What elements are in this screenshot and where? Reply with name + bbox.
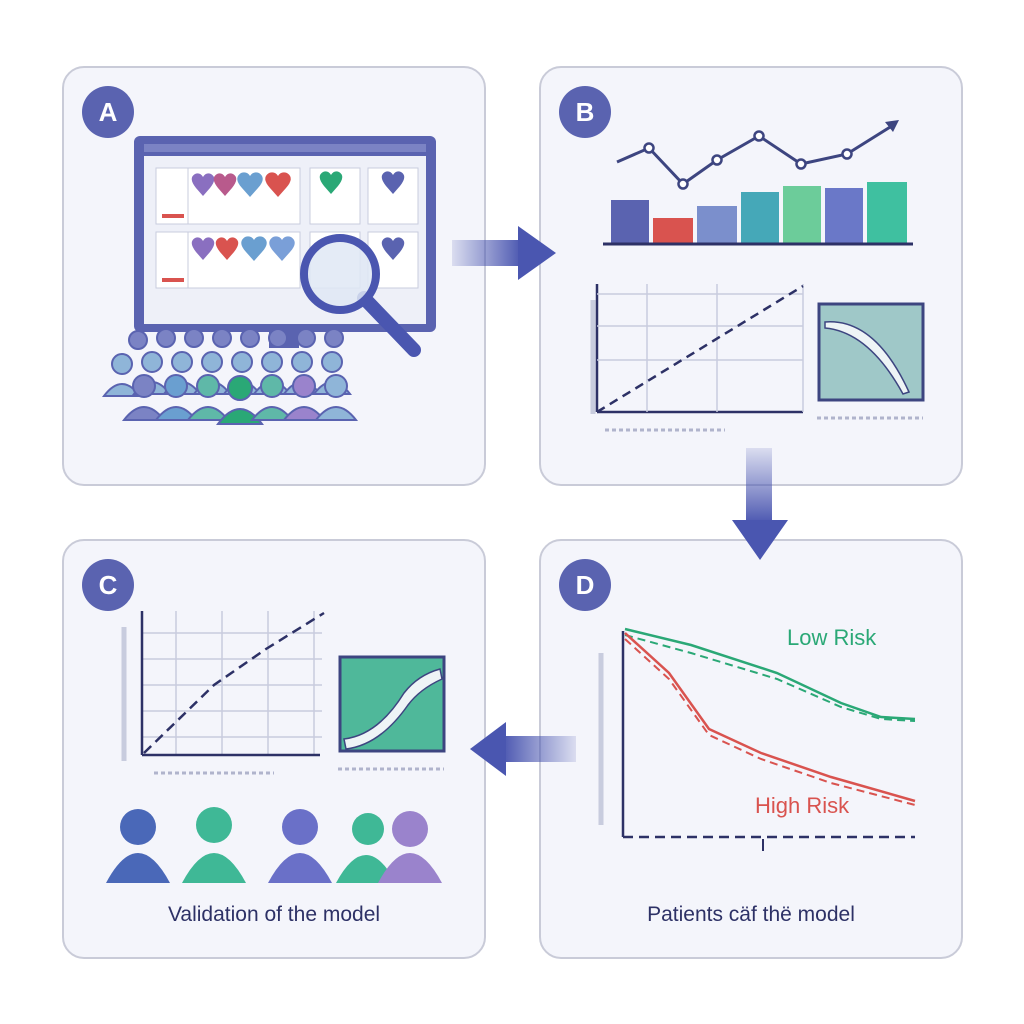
panel-a-illustration: [101, 136, 436, 425]
high-risk-label: High Risk: [755, 793, 850, 818]
panel-b-illustration: [590, 120, 925, 432]
calibration-plot: [590, 284, 804, 432]
trend-line: [616, 120, 899, 190]
badge-a: A: [82, 86, 134, 138]
survival-plot: [598, 627, 916, 851]
arrow-left-icon: [470, 722, 576, 776]
arrow-down-icon: [732, 448, 788, 560]
validation-plot: [121, 611, 325, 775]
panel-c-illustration: [106, 611, 446, 883]
low-risk-curve: [624, 627, 916, 721]
bar-chart: [603, 182, 913, 246]
panel-c-validation: C Validation: [62, 539, 486, 959]
badge-c: C: [82, 559, 134, 611]
person-icon: [106, 807, 442, 883]
caption-patients: Patients cäf thë model: [647, 903, 855, 926]
badge-d: D: [559, 559, 611, 611]
badge-b: B: [559, 86, 611, 138]
panel-d-risk-stratification: D Low Risk High Risk Patients cäf thë …: [539, 539, 963, 959]
heart-icon: [191, 171, 405, 261]
validation-inset: [338, 655, 446, 771]
panel-d-illustration: [598, 627, 916, 851]
roc-inset: [817, 302, 925, 420]
arrow-right-icon: [452, 226, 556, 280]
panel-b-model-development: B: [539, 66, 963, 486]
person-icon: [101, 328, 359, 425]
magnifier-icon: [300, 234, 421, 357]
high-risk-curve: [624, 632, 916, 803]
panel-a-data-collection: A: [62, 66, 486, 486]
low-risk-label: Low Risk: [787, 625, 877, 650]
caption-validation: Validation of the model: [167, 903, 381, 926]
